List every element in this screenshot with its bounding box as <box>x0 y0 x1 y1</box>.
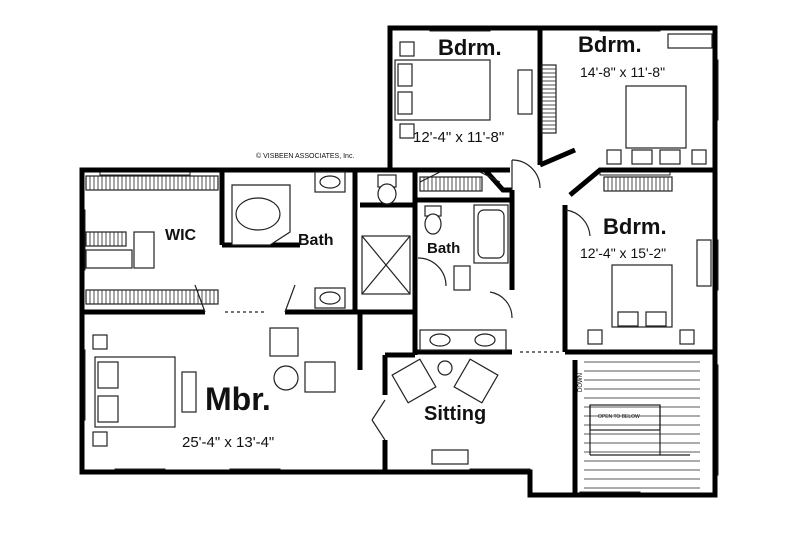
stair-open-label: OPEN TO BELOW <box>598 414 640 420</box>
walls <box>79 25 718 498</box>
room-dims-bedroom-top-left: 12'-4" x 11'-8" <box>413 129 504 146</box>
master-bath-fixtures <box>231 171 411 309</box>
bed-top-right <box>606 33 713 165</box>
room-name-master-bedroom: Mbr. <box>205 381 271 417</box>
room-name-hall-bath: Bath <box>427 240 460 257</box>
room-dims-bedroom-right: 12'-4" x 15'-2" <box>580 245 666 261</box>
room-dims-bedroom-top-right: 14'-8" x 11'-8" <box>580 64 665 80</box>
room-name-wic: WIC <box>165 227 197 244</box>
room-name-sitting: Sitting <box>424 403 486 425</box>
room-name-bedroom-right: Bdrm. <box>603 214 667 239</box>
sitting-furniture <box>269 327 499 465</box>
room-dims-master-bedroom: 25'-4" x 13'-4" <box>182 434 274 451</box>
bed-right <box>587 239 712 345</box>
shelf-hatch <box>85 64 673 304</box>
stair-frame <box>589 404 690 456</box>
bed-master <box>92 334 197 447</box>
room-name-bedroom-top-right: Bdrm. <box>578 32 642 57</box>
stair-down-label: DOWN <box>578 373 584 392</box>
room-name-bedroom-top-left: Bdrm. <box>438 35 502 60</box>
hall-bath-fixtures <box>419 204 509 351</box>
bed-top-left <box>394 41 533 139</box>
copyright-label: © VISBEEN ASSOCIATES, Inc. <box>256 152 354 160</box>
stair <box>584 361 700 489</box>
room-name-master-bath: Bath <box>298 232 334 249</box>
